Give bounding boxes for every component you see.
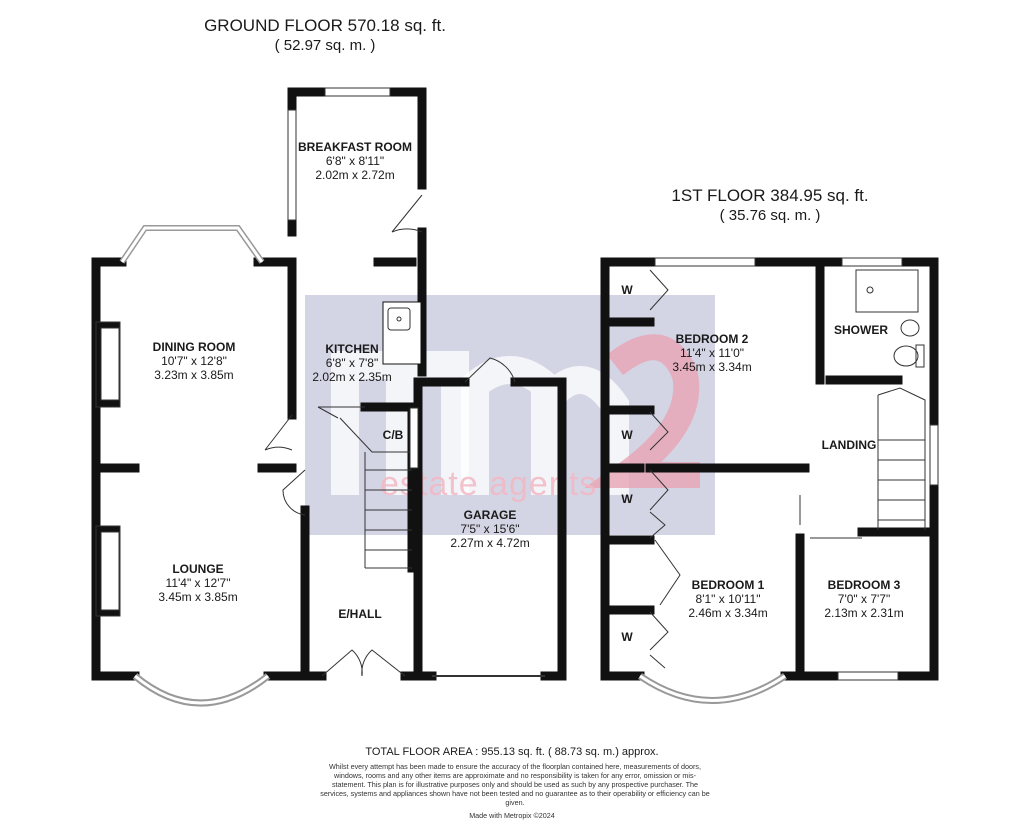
room-name: GARAGE — [463, 508, 517, 522]
room-dimensions-metric: 3.45m x 3.85m — [158, 590, 238, 604]
label-wardrobe: W — [621, 283, 633, 297]
ground-floor-area: GROUND FLOOR 570.18 sq. ft. — [204, 16, 446, 35]
ground-floor-area-metric: ( 52.97 sq. m. ) — [274, 37, 376, 54]
room-dimensions-imperial: 11'4" x 11'0" — [679, 346, 745, 360]
first-floor-area-metric: ( 35.76 sq. m. ) — [719, 207, 821, 224]
room-dimensions-metric: 2.02m x 2.72m — [315, 168, 395, 182]
room-dimensions-imperial: 11'4" x 12'7" — [165, 576, 231, 590]
room-dimensions-metric: 3.45m x 3.34m — [672, 360, 752, 374]
room-dining-room: DINING ROOM 10'7" x 12'8" 3.23m x 3.85m — [153, 340, 236, 382]
label-wardrobe: W — [621, 630, 633, 644]
room-dimensions-metric: 2.46m x 3.34m — [688, 606, 768, 620]
room-dimensions-imperial: 10'7" x 12'8" — [161, 354, 227, 368]
room-dimensions-imperial: 7'0" x 7'7" — [837, 592, 891, 606]
room-name: DINING ROOM — [152, 340, 236, 354]
first-floor-title: 1ST FLOOR 384.95 sq. ft. ( 35.76 sq. m. … — [640, 186, 900, 226]
room-dimensions-imperial: 6'8" x 7'8" — [325, 356, 379, 370]
room-bedroom-3: BEDROOM 3 7'0" x 7'7" 2.13m x 2.31m — [824, 578, 903, 620]
room-dimensions-imperial: 7'5" x 15'6" — [460, 522, 520, 536]
label-wardrobe: W — [621, 492, 633, 506]
ground-floor-title: GROUND FLOOR 570.18 sq. ft. ( 52.97 sq. … — [180, 16, 470, 56]
label-wardrobe: W — [621, 428, 633, 442]
room-dimensions-metric: 2.27m x 4.72m — [450, 536, 530, 550]
credit-text: Made with Metropix ©2024 — [469, 811, 555, 820]
ground-floor-fixtures — [95, 87, 545, 707]
room-lounge: LOUNGE 11'4" x 12'7" 3.45m x 3.85m — [158, 562, 237, 604]
room-dimensions-imperial: 6'8" x 8'11" — [325, 154, 385, 168]
disclaimer-text: Whilst every attempt has been made to en… — [320, 762, 710, 807]
label-shower: SHOWER — [834, 323, 888, 337]
label-cb: C/B — [382, 428, 404, 442]
room-name: BEDROOM 1 — [691, 578, 765, 592]
room-kitchen: KITCHEN 6'8" x 7'8" 2.02m x 2.35m — [312, 342, 391, 384]
room-name: KITCHEN — [325, 342, 379, 356]
label-entrance-hall: E/HALL — [338, 607, 382, 621]
room-name: LOUNGE — [172, 562, 224, 576]
room-name: BREAKFAST ROOM — [298, 140, 412, 154]
first-floor-fixtures — [638, 257, 939, 704]
room-breakfast-room: BREAKFAST ROOM 6'8" x 8'11" 2.02m x 2.72… — [298, 140, 412, 182]
room-dimensions-metric: 3.23m x 3.85m — [154, 368, 234, 382]
room-dimensions-metric: 2.02m x 2.35m — [312, 370, 392, 384]
room-name: BEDROOM 3 — [827, 578, 901, 592]
total-floor-area: TOTAL FLOOR AREA : 955.13 sq. ft. ( 88.7… — [365, 746, 659, 758]
first-floor-area: 1ST FLOOR 384.95 sq. ft. — [671, 186, 869, 205]
label-landing: LANDING — [821, 438, 877, 452]
room-dimensions-metric: 2.13m x 2.31m — [824, 606, 904, 620]
room-garage: GARAGE 7'5" x 15'6" 2.27m x 4.72m — [450, 508, 529, 550]
room-dimensions-imperial: 8'1" x 10'11" — [695, 592, 761, 606]
room-name: BEDROOM 2 — [675, 332, 749, 346]
ground-floor-walls — [91, 87, 567, 681]
room-bedroom-2: BEDROOM 2 11'4" x 11'0" 3.45m x 3.34m — [672, 332, 751, 374]
room-bedroom-1: BEDROOM 1 8'1" x 10'11" 2.46m x 3.34m — [688, 578, 767, 620]
